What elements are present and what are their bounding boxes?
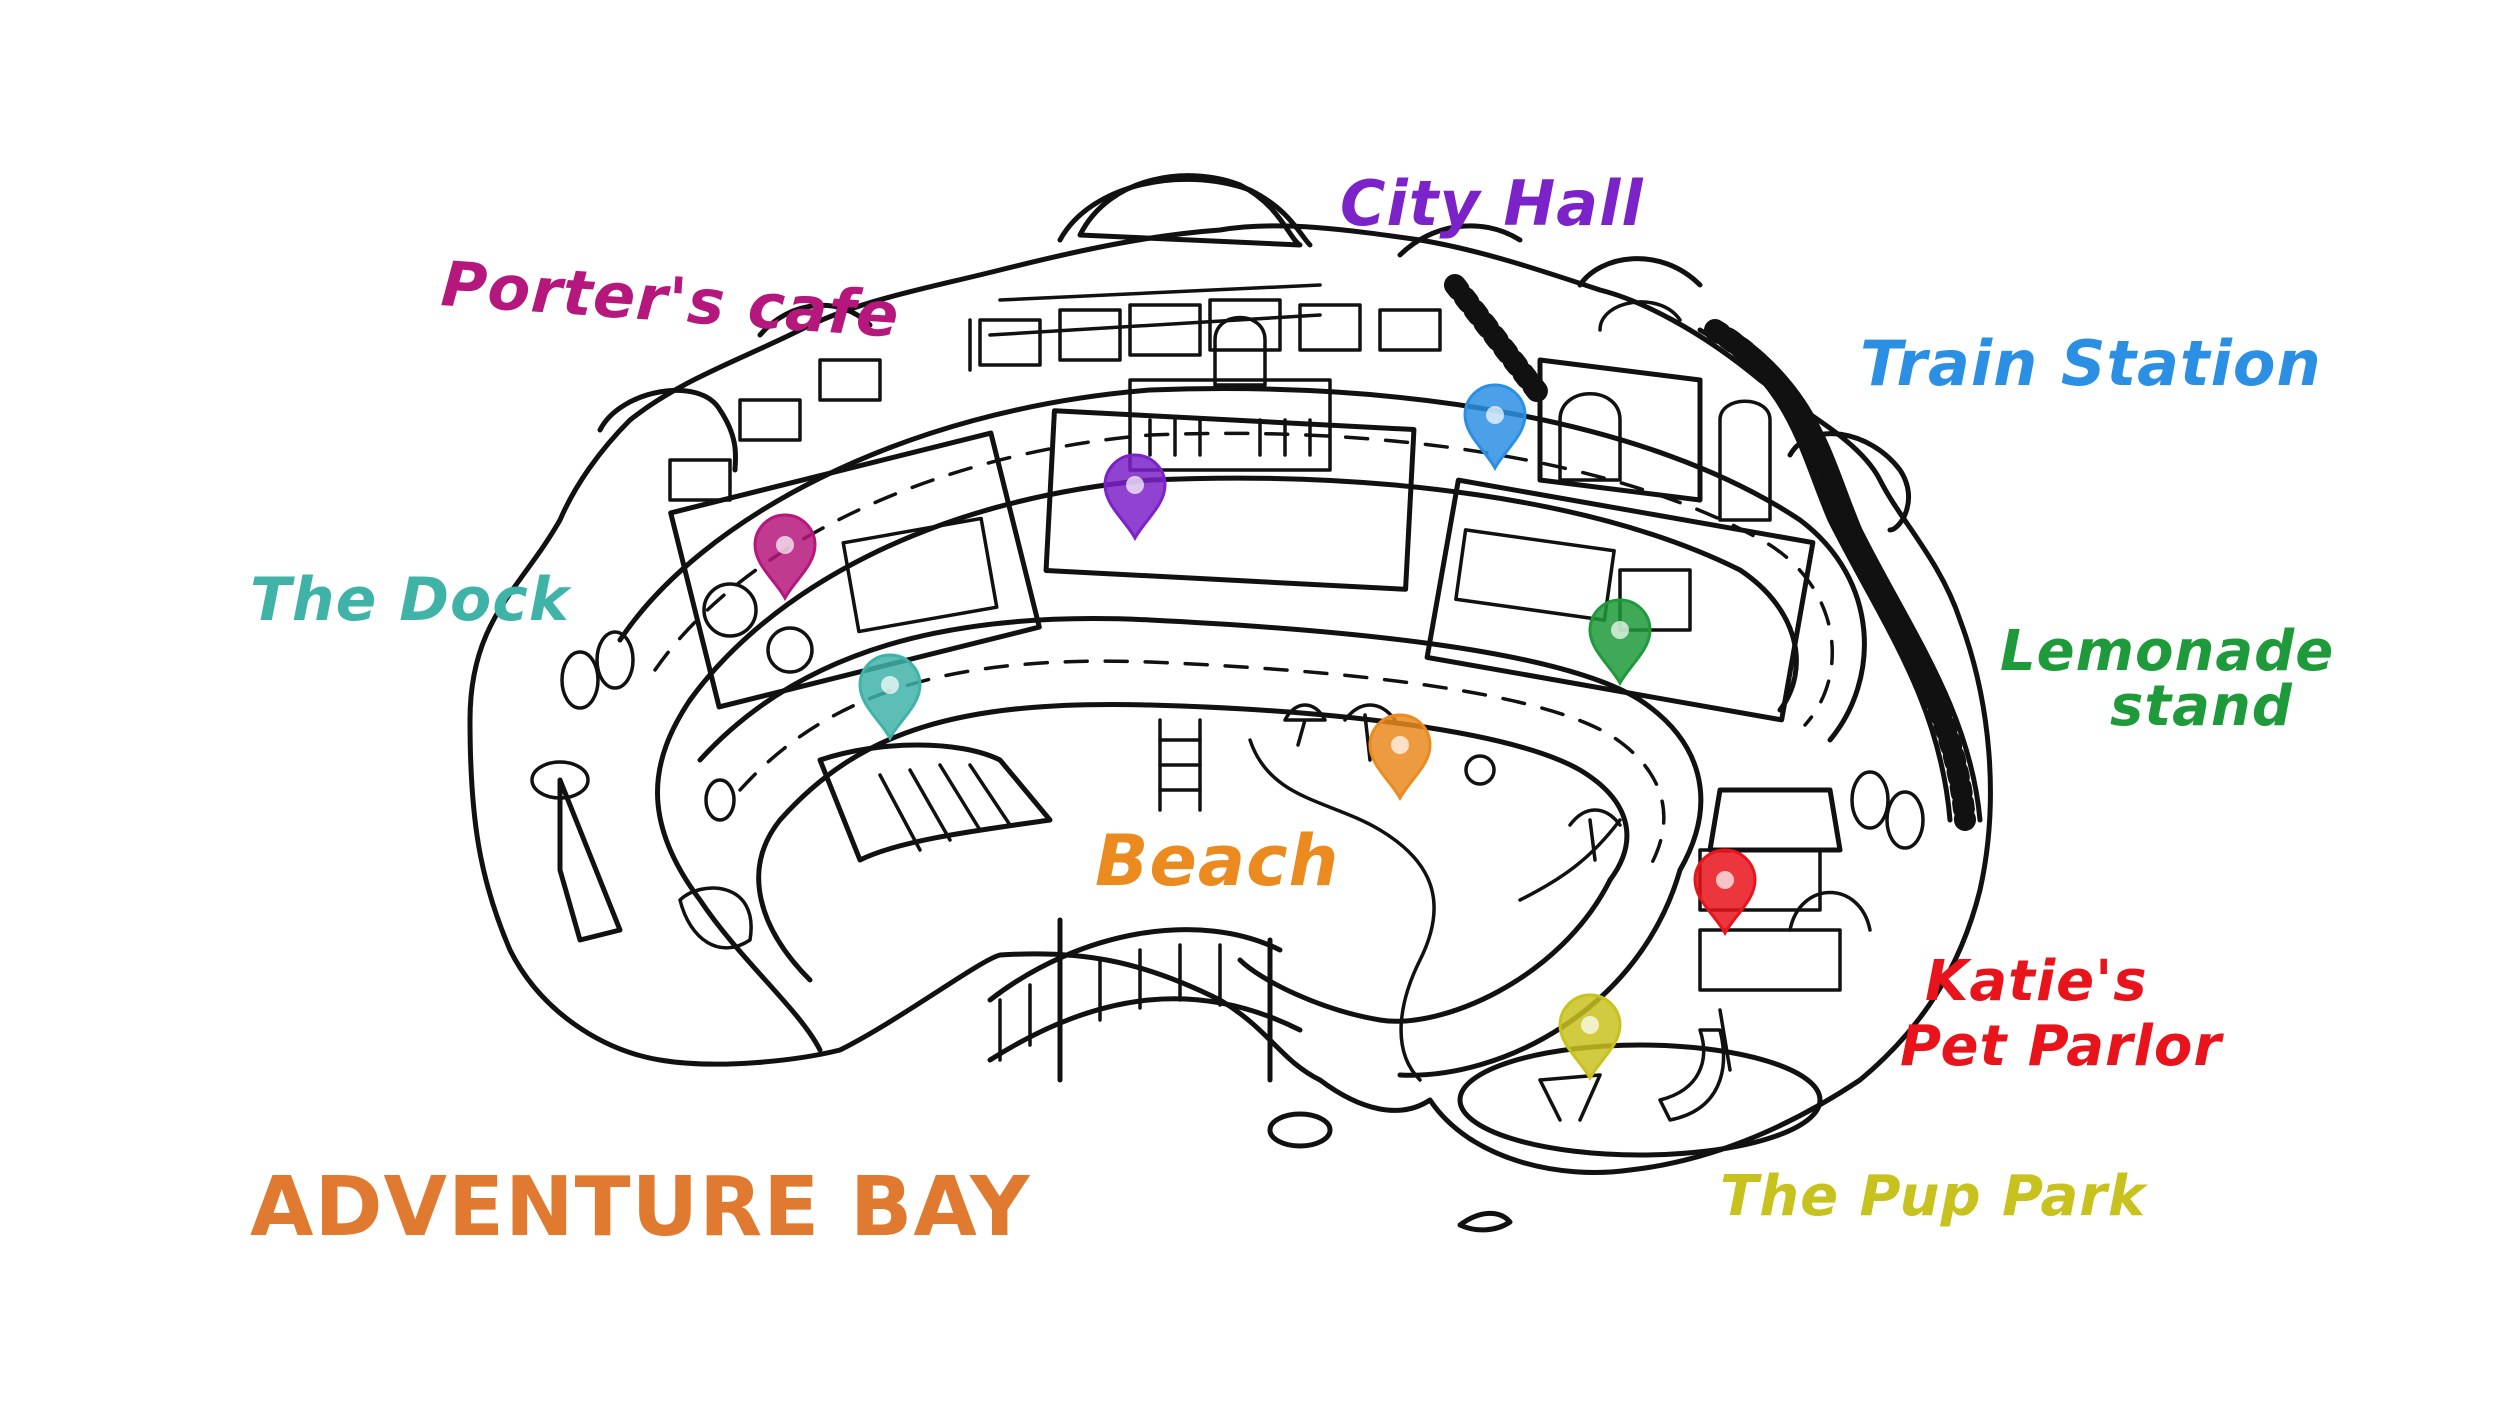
map-pin-hole (1611, 621, 1629, 639)
label-the-pup-park: The Pup Park (1720, 1164, 2149, 1229)
map-pin-hole (881, 676, 899, 694)
label-the-dock: The Dock (250, 565, 572, 635)
map-pin-icon (1588, 598, 1652, 687)
ring-road (617, 386, 1867, 1078)
labels: Porter's cafe City Hall Train Station Th… (250, 167, 2334, 1255)
railway (1444, 274, 1983, 831)
pup-park (1457, 1008, 1823, 1158)
label-lemonade-stand-line1: Lemonade (2000, 619, 2334, 684)
map-pin-the-dock[interactable] (858, 653, 922, 742)
label-porters-cafe: Porter's cafe (439, 247, 902, 352)
map-pin-icon (1558, 993, 1622, 1082)
buildings (530, 283, 1925, 992)
label-lemonade-stand-line2: stand (2110, 674, 2293, 739)
map-pin-katies-pet-parlor[interactable] (1693, 848, 1757, 937)
map-pin-icon (753, 513, 817, 602)
map-pin-beach[interactable] (1368, 713, 1432, 802)
map-pin-icon (1368, 713, 1432, 802)
label-katies-pet-parlor-line1: Katie's (1925, 949, 2148, 1014)
map-pin-train-station[interactable] (1463, 383, 1527, 472)
map-pin-hole (776, 536, 794, 554)
beach-and-bridge (817, 703, 1622, 1083)
map-pin-lemonade-stand[interactable] (1588, 598, 1652, 687)
label-city-hall: City Hall (1340, 167, 1644, 240)
map-pin-pup-park[interactable] (1558, 993, 1622, 1082)
map-pin-icon (1103, 453, 1167, 542)
label-beach: Beach (1095, 820, 1339, 902)
map-pin-city-hall[interactable] (1103, 453, 1167, 542)
island-outline (467, 173, 1993, 1233)
location-pins (753, 383, 1757, 1082)
map-pin-porters-cafe[interactable] (753, 513, 817, 602)
label-katies-pet-parlor-line2: Pet Parlor (1900, 1014, 2224, 1079)
map-pin-icon (1693, 848, 1757, 937)
map-pin-hole (1126, 476, 1144, 494)
map-pin-hole (1716, 871, 1734, 889)
map-pin-hole (1581, 1016, 1599, 1034)
map-pin-icon (1463, 383, 1527, 472)
label-train-station: Train Station (1860, 327, 2322, 400)
map-pin-icon (858, 653, 922, 742)
map-pin-hole (1486, 406, 1504, 424)
map-pin-hole (1391, 736, 1409, 754)
map-title: ADVENTURE BAY (250, 1160, 1031, 1255)
